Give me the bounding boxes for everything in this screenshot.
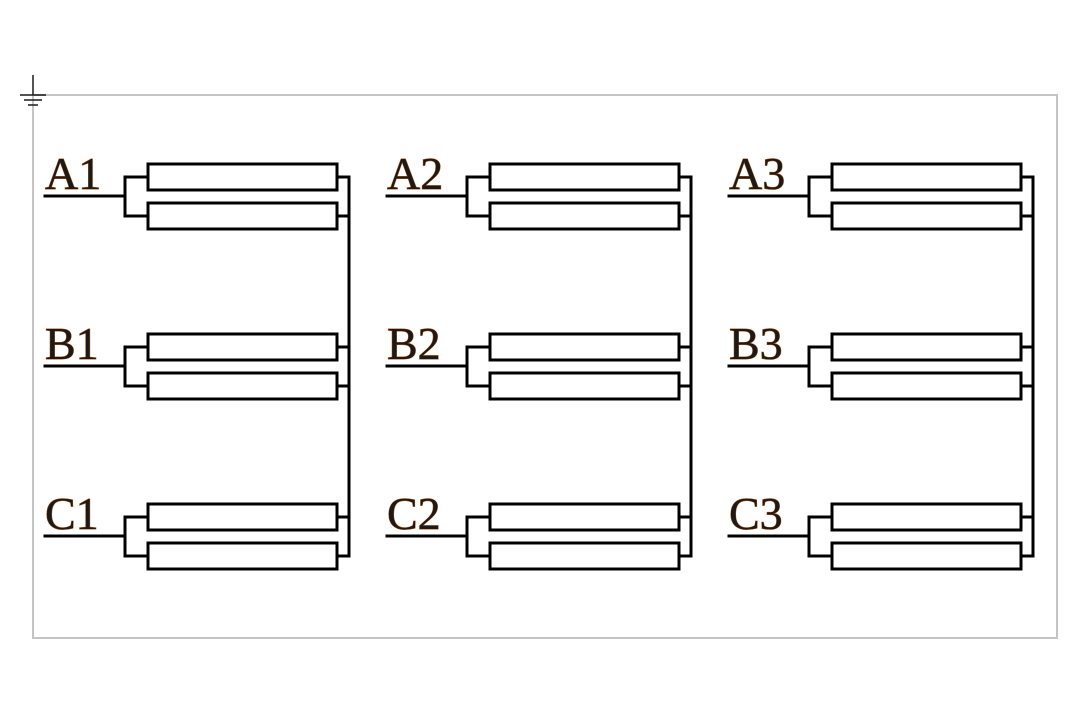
heating-element xyxy=(830,162,1023,192)
heating-element xyxy=(488,332,681,362)
phase-circuit: B2 xyxy=(385,318,693,401)
heating-element xyxy=(488,371,681,401)
heating-element xyxy=(488,541,681,571)
phase-label: B2 xyxy=(387,318,441,369)
phase-label: C2 xyxy=(387,488,441,539)
heating-element xyxy=(488,502,681,532)
phase-circuit: A2 xyxy=(385,148,693,231)
enclosure-frame xyxy=(32,94,1058,639)
heating-element xyxy=(146,371,339,401)
heating-element xyxy=(146,332,339,362)
phase-label: A2 xyxy=(387,148,443,199)
phase-label: C1 xyxy=(45,488,99,539)
heating-element xyxy=(488,201,681,231)
phase-label: A1 xyxy=(45,148,101,199)
phase-label: B1 xyxy=(45,318,99,369)
heating-element xyxy=(830,502,1023,532)
ground-symbol-icon xyxy=(20,75,46,106)
phase-circuit: C2 xyxy=(385,488,693,571)
phase-circuit: C1 xyxy=(43,488,351,571)
heating-element xyxy=(488,162,681,192)
phase-circuit: B1 xyxy=(43,318,351,401)
heating-element xyxy=(146,502,339,532)
phase-circuit: A3 xyxy=(727,148,1035,231)
heating-element xyxy=(830,371,1023,401)
phase-circuit: A1 xyxy=(43,148,351,231)
phase-circuit: B3 xyxy=(727,318,1035,401)
heating-element xyxy=(830,201,1023,231)
heating-element xyxy=(146,162,339,192)
phase-label: C3 xyxy=(729,488,783,539)
phase-circuit: C3 xyxy=(727,488,1035,571)
heating-element xyxy=(830,332,1023,362)
heating-element xyxy=(146,541,339,571)
phase-label: A3 xyxy=(729,148,785,199)
heating-element xyxy=(146,201,339,231)
phase-label: B3 xyxy=(729,318,783,369)
heating-element xyxy=(830,541,1023,571)
